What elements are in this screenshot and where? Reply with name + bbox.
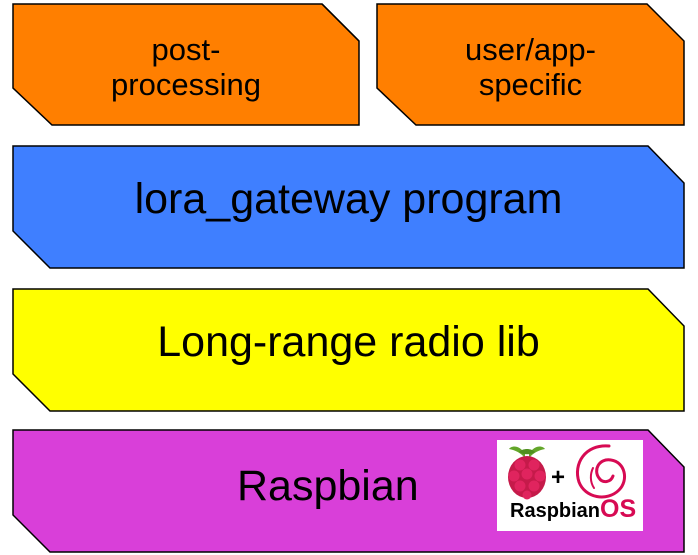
post-processing-line-2: processing	[111, 66, 261, 102]
logo-text: RaspbianOS	[510, 495, 636, 524]
logo-os-text: OS	[600, 495, 637, 523]
user-app-specific-label: user/app- specific	[376, 32, 685, 102]
raspberry-icon	[508, 446, 546, 500]
user-app-specific-shape	[376, 3, 685, 126]
radio-lib-label: Long-range radio lib	[157, 318, 540, 366]
user-app-specific-line-2: specific	[478, 66, 583, 102]
user-app-specific-block: user/app- specific	[376, 3, 685, 126]
radio-lib-block: Long-range radio lib	[12, 288, 685, 412]
raspbian-os-logo: + RaspbianOS	[497, 440, 643, 531]
user-app-specific-line-1: user/app-	[465, 32, 596, 67]
post-processing-label: post- processing	[12, 32, 360, 102]
lora-gateway-shape	[12, 145, 685, 269]
raspbian-os-logo-art: +	[508, 444, 627, 500]
raspbian-label: Raspbian	[237, 462, 419, 510]
logo-plus: +	[551, 464, 565, 491]
post-processing-line-1: post-	[151, 32, 221, 67]
logo-raspbian-text: Raspbian	[510, 500, 601, 522]
lora-gateway-block: lora_gateway program	[12, 145, 685, 269]
lora-gateway-label: lora_gateway program	[134, 175, 563, 223]
post-processing-block: post- processing	[12, 3, 360, 126]
post-processing-shape	[12, 3, 360, 126]
radio-lib-shape	[12, 288, 685, 412]
debian-swirl-icon	[576, 444, 627, 499]
